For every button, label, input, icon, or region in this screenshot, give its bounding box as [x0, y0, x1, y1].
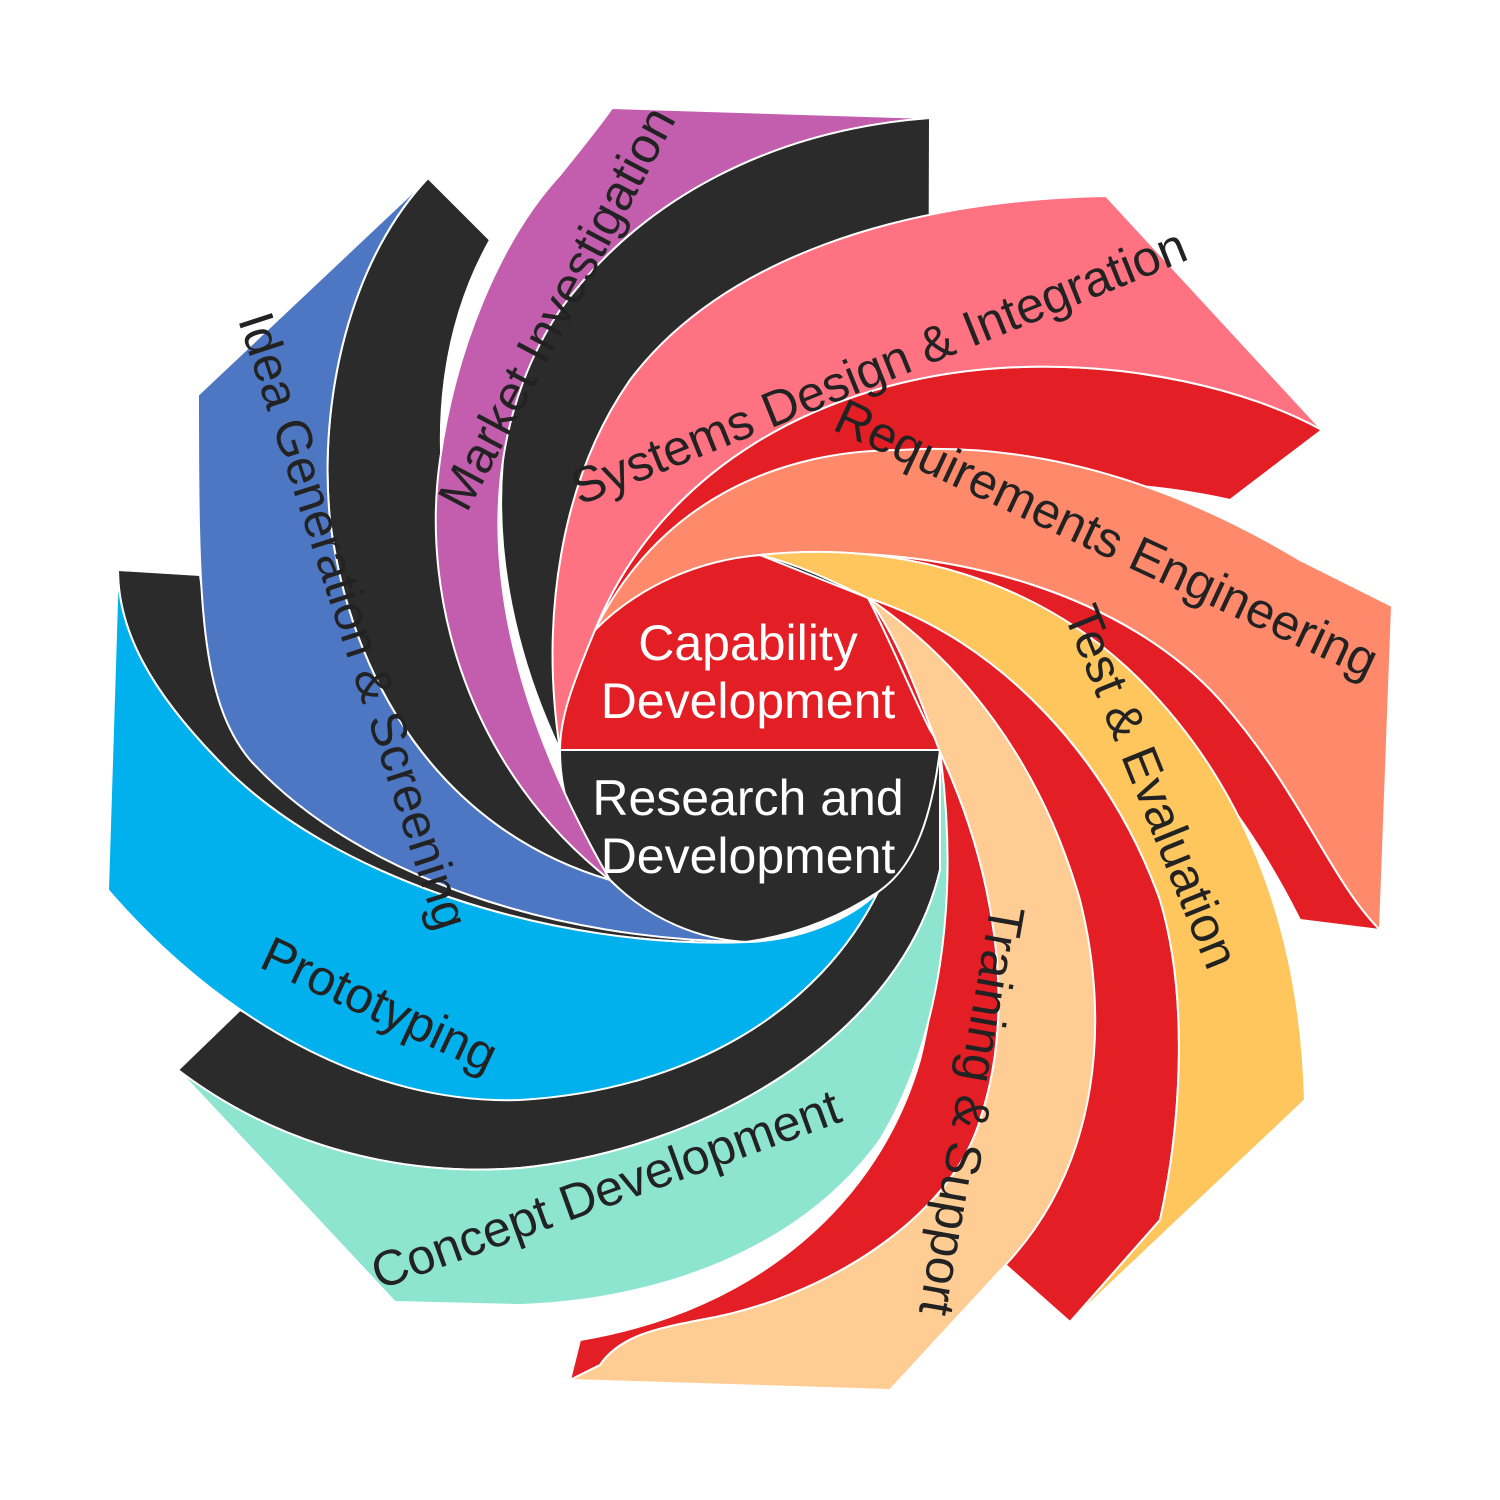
- rnd-label-line1: Research and: [592, 770, 903, 826]
- capability-label-line1: Capability: [638, 615, 858, 671]
- stage-prototyping: [107, 569, 879, 1102]
- rnd-label-line2: Development: [601, 828, 896, 884]
- stage-idea-generation-screening: [197, 177, 749, 943]
- stage-market-investigation: [434, 107, 931, 881]
- stage-requirements-engineering: [594, 447, 1393, 931]
- stage-concept-development: [177, 751, 949, 1306]
- capability-label-line2: Development: [601, 673, 896, 729]
- stage-test-evaluation: [759, 550, 1306, 1323]
- stage-systems-design-integration: [551, 195, 1323, 751]
